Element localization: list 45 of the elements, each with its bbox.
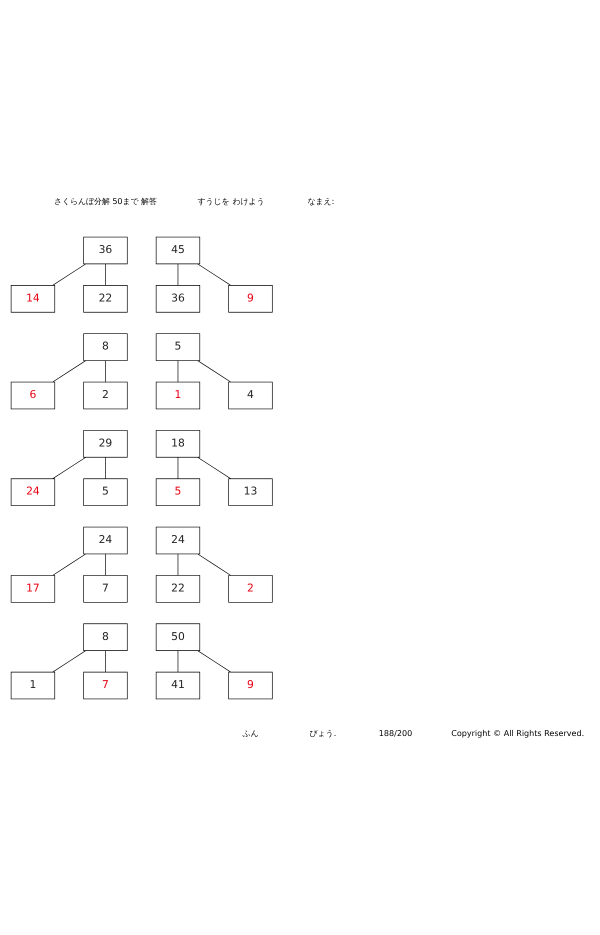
connector <box>197 553 232 576</box>
node-box: 5 <box>156 478 200 506</box>
node-box: 29 <box>83 430 128 458</box>
node-box: 14 <box>10 284 56 312</box>
node-box: 2 <box>228 574 273 602</box>
node-box: 36 <box>83 236 128 264</box>
node-box: 22 <box>156 574 200 602</box>
node-box: 24 <box>156 526 200 554</box>
node-box: 18 <box>156 430 200 458</box>
node-box: 9 <box>228 671 273 699</box>
connector <box>197 360 232 382</box>
node-box: 7 <box>83 671 128 699</box>
node-box: 24 <box>10 478 56 506</box>
connector <box>52 456 86 478</box>
node-box: 50 <box>156 622 200 650</box>
node-box: 22 <box>83 284 128 312</box>
node-box: 8 <box>83 332 128 360</box>
node-box: 24 <box>83 526 128 554</box>
connector <box>105 360 106 382</box>
connector <box>197 263 232 286</box>
connector <box>105 456 106 478</box>
node-box: 36 <box>156 284 200 312</box>
node-box: 8 <box>83 622 128 650</box>
node-box: 6 <box>10 381 56 409</box>
node-box: 4 <box>228 381 273 409</box>
connector <box>52 263 86 286</box>
node-box: 45 <box>156 236 200 264</box>
node-box: 41 <box>156 671 200 699</box>
connector <box>197 456 232 478</box>
node-box: 5 <box>156 332 200 360</box>
node-box: 9 <box>228 284 273 312</box>
connector <box>105 553 106 576</box>
node-box: 13 <box>228 478 273 506</box>
node-box: 2 <box>83 381 128 409</box>
connector <box>105 263 106 286</box>
node-box: 5 <box>83 478 128 506</box>
connector <box>52 360 86 382</box>
connector <box>105 650 106 672</box>
node-box: 17 <box>10 574 56 602</box>
connector <box>197 650 232 672</box>
node-box: 7 <box>83 574 128 602</box>
node-box: 1 <box>156 381 200 409</box>
node-box: 1 <box>10 671 56 699</box>
connector <box>52 553 86 576</box>
connector <box>52 650 86 672</box>
